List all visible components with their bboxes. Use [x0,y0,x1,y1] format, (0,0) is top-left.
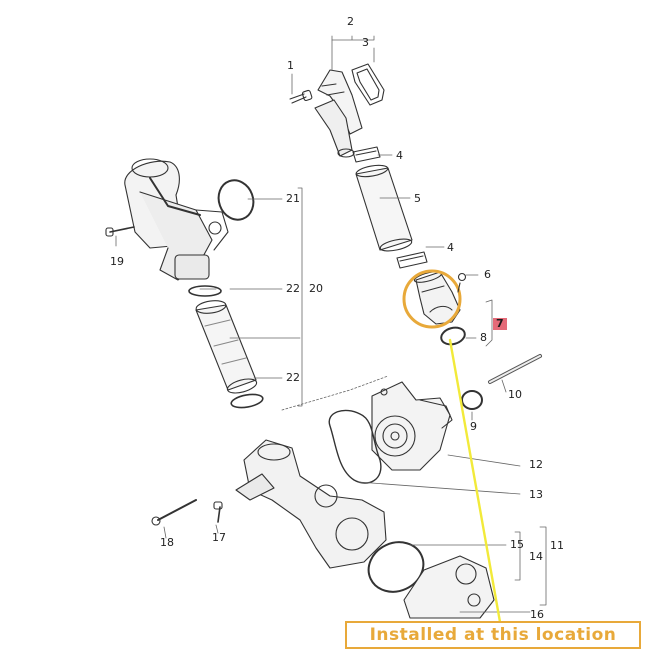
callout-12: 12 [529,458,543,471]
pipe-20 [195,300,258,394]
callout-16: 16 [530,608,544,621]
callout-9: 9 [470,420,477,433]
highlight-circle [402,269,462,329]
callout-4-upper: 4 [396,149,403,162]
callout-5: 5 [414,192,421,205]
pin-10 [488,354,542,384]
callout-17: 17 [212,531,226,544]
callout-6: 6 [484,268,491,281]
gasket-13 [328,409,382,484]
installed-location-banner: Installed at this location [345,621,641,649]
connector-part-2 [314,69,363,158]
leader-lines [115,35,547,613]
callout-19: 19 [110,255,124,268]
callout-4-lower: 4 [447,241,454,254]
connector-part-7 [413,271,461,325]
housing-16 [403,555,495,619]
callout-20: 20 [309,282,323,295]
seal-22-lower [230,393,264,409]
callout-3: 3 [362,36,369,49]
o-ring-21 [217,179,255,221]
callout-22-upper: 22 [286,282,300,295]
o-ring-15 [367,541,425,593]
clamp-4-lower [396,251,428,269]
seal-22-upper [188,285,222,297]
bolt-18 [151,499,197,526]
callout-22-lower: 22 [286,371,300,384]
water-pump-12 [371,381,453,471]
callout-11: 11 [550,539,564,552]
callout-1: 1 [287,59,294,72]
callout-15: 15 [510,538,524,551]
callout-2: 2 [347,15,354,28]
callout-10: 10 [508,388,522,401]
callout-14: 14 [529,550,543,563]
callout-8: 8 [480,331,487,344]
bolt-19 [105,226,135,237]
seal-ring-3 [351,63,385,106]
actuator-housing [124,158,229,281]
bolt-17 [213,501,223,523]
callout-21: 21 [286,192,300,205]
o-ring-8 [440,326,466,346]
bolt-1 [289,89,313,104]
hose-5 [355,164,413,252]
clamp-4-upper [352,146,381,163]
bolt-6 [457,272,467,293]
thermostat-housing [235,439,387,569]
callout-18: 18 [160,536,174,549]
o-ring-9 [461,390,483,410]
callout-13: 13 [529,488,543,501]
pointer-line [448,338,502,624]
callout-7-highlighted: 7 [493,318,507,330]
